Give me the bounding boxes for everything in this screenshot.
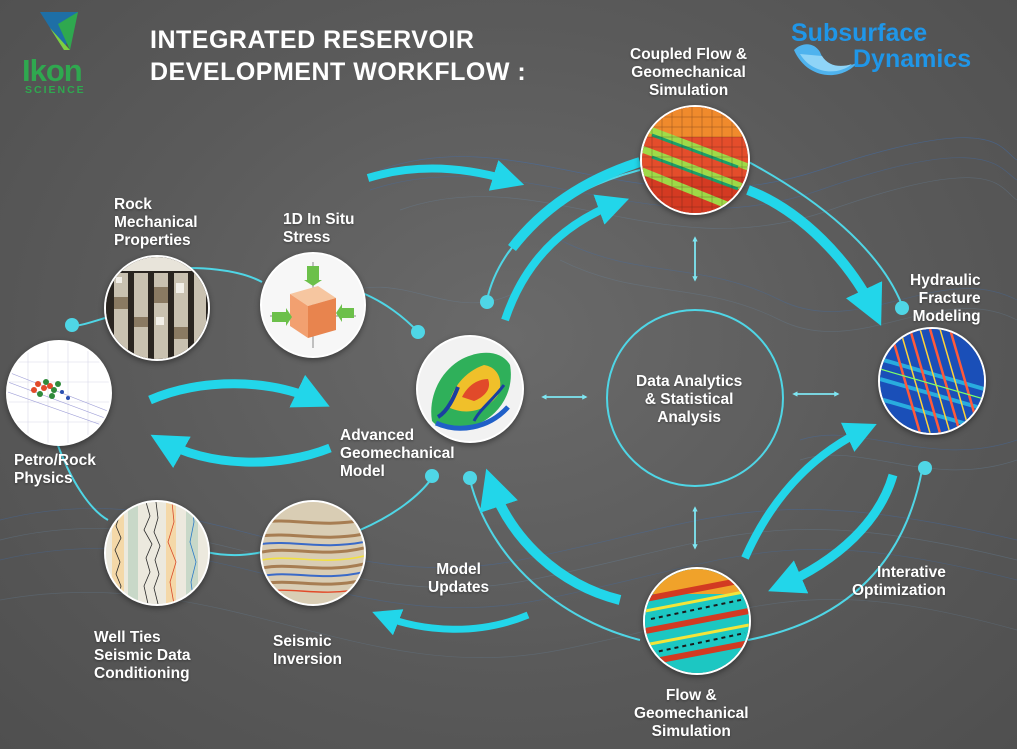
subsurface-dynamics-wave-icon bbox=[794, 44, 858, 76]
subsurface-wordmark: Subsurface bbox=[791, 19, 928, 47]
dynamics-wordmark: Dynamics bbox=[853, 45, 972, 73]
seismic-inversion-image bbox=[260, 500, 366, 606]
ikon-wordmark: Ikon bbox=[22, 53, 83, 88]
page-title: INTEGRATED RESERVOIR DEVELOPMENT WORKFLO… bbox=[150, 24, 526, 88]
flow-simulation-image bbox=[643, 567, 751, 675]
left-cycle-dots bbox=[65, 318, 439, 483]
geomechanical-model-image bbox=[416, 335, 524, 443]
rock-core-image bbox=[104, 255, 210, 361]
title-line-1: INTEGRATED RESERVOIR bbox=[150, 26, 475, 54]
double-arrow-icon bbox=[541, 236, 840, 550]
well-ties-log-image bbox=[104, 500, 210, 606]
ikon-science-tag: SCIENCE bbox=[25, 84, 86, 96]
title-line-2: DEVELOPMENT WORKFLOW : bbox=[150, 58, 527, 86]
hydraulic-fracture-image bbox=[878, 327, 986, 435]
petro-physics-plot-image bbox=[6, 340, 112, 446]
right-cycle-dots bbox=[463, 295, 932, 485]
stress-cube-icon bbox=[260, 252, 366, 358]
data-analytics-circle bbox=[606, 309, 784, 487]
coupled-simulation-image bbox=[640, 105, 750, 215]
thick-arrows bbox=[148, 157, 898, 636]
ikon-logo-icon bbox=[20, 10, 110, 98]
